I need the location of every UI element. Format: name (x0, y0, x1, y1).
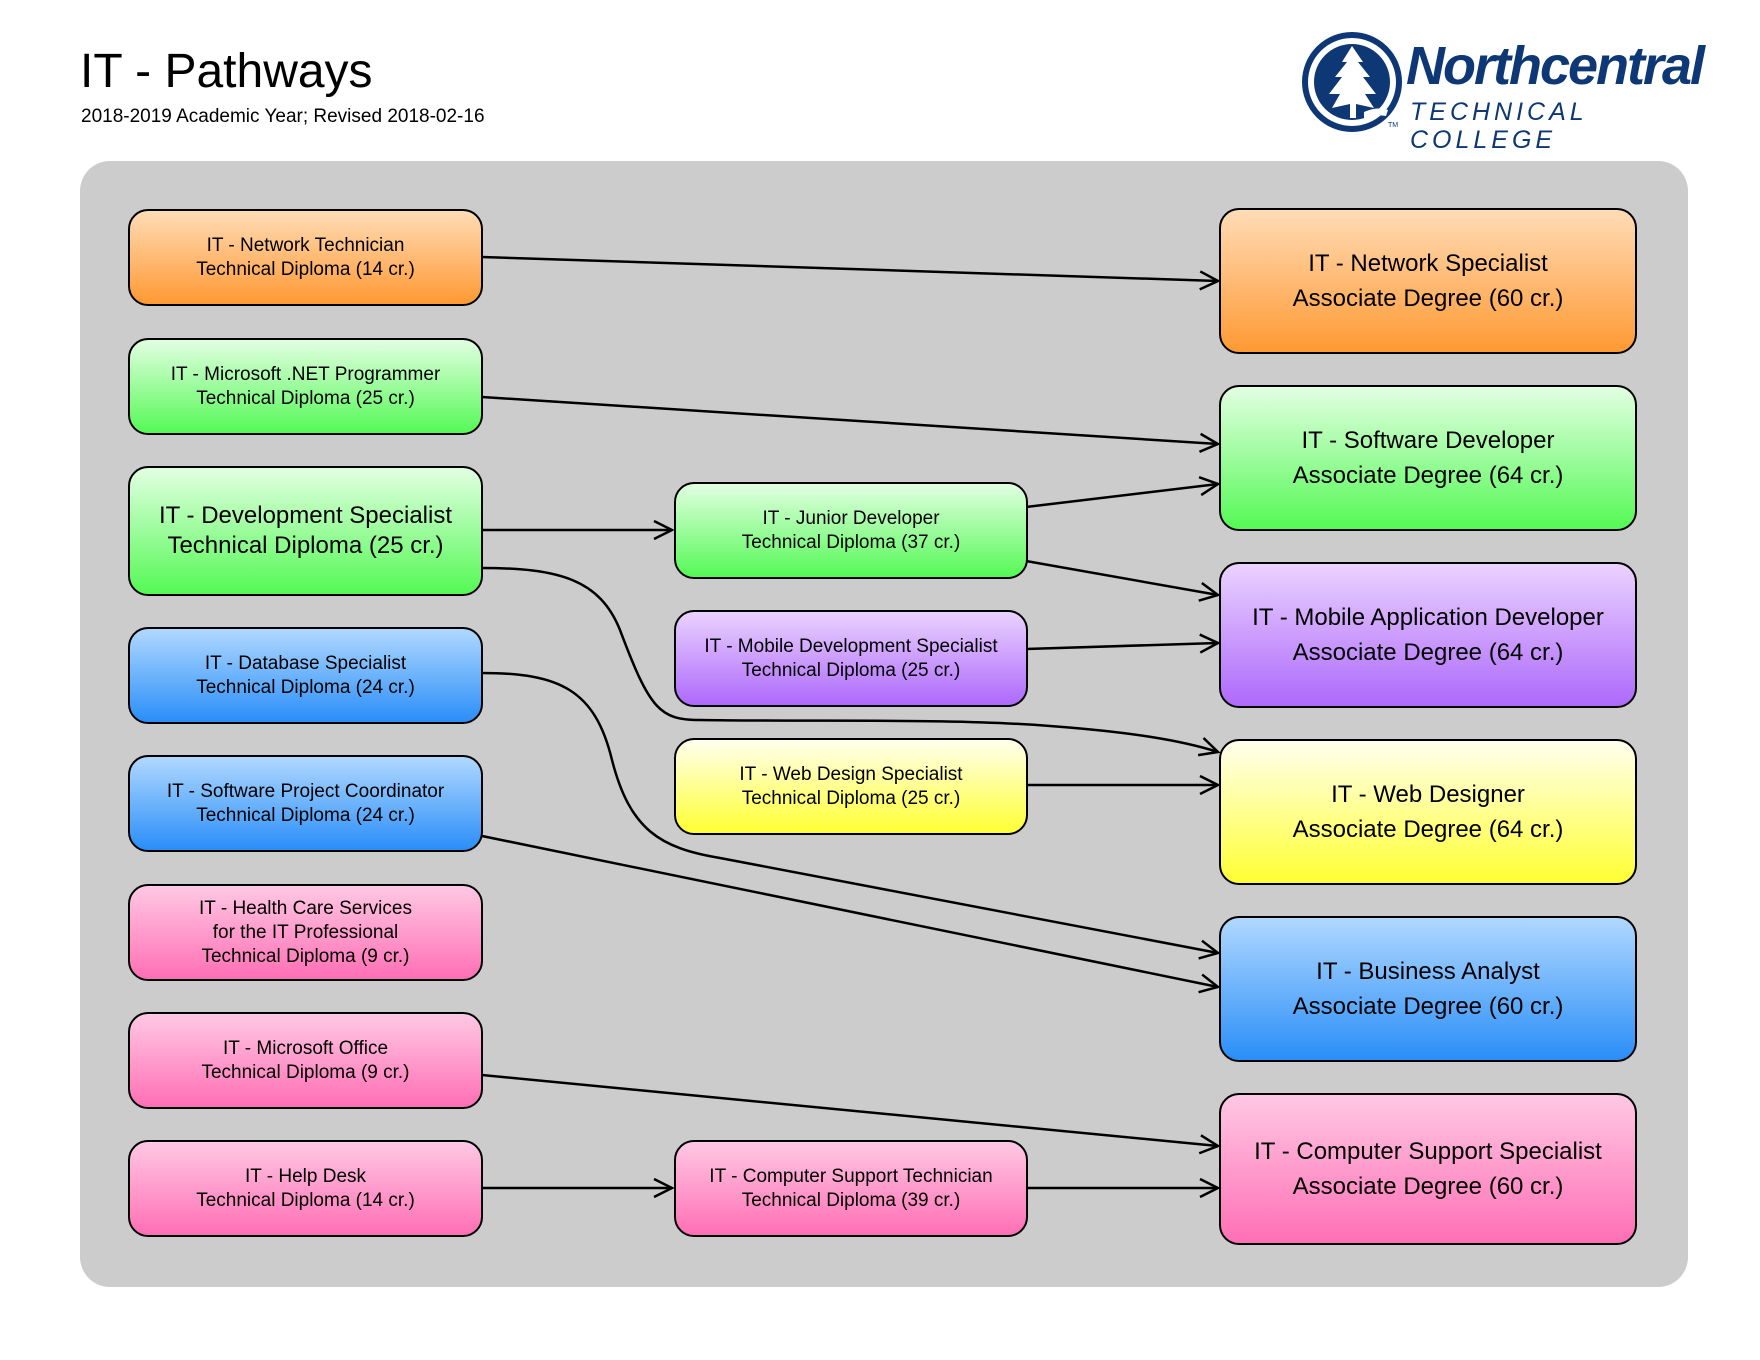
node-label-line: IT - Mobile Development Specialist (704, 635, 998, 657)
node-label-line: Technical Diploma (25 cr.) (741, 659, 961, 681)
node-health-care-services[interactable]: IT - Health Care Services for the IT Pro… (128, 884, 483, 981)
node-label-line: Technical Diploma (37 cr.) (741, 531, 961, 553)
node-label-line: IT - Software Project Coordinator (166, 780, 445, 802)
pine-tree-circle-icon (1302, 32, 1402, 132)
node-computer-support-specialist-degree[interactable]: IT - Computer Support Specialist Associa… (1219, 1093, 1637, 1245)
node-web-design-specialist[interactable]: IT - Web Design Specialist Technical Dip… (674, 738, 1028, 835)
node-software-developer-degree[interactable]: IT - Software Developer Associate Degree… (1219, 385, 1637, 531)
node-help-desk[interactable]: IT - Help Desk Technical Diploma (14 cr.… (128, 1140, 483, 1237)
node-junior-developer[interactable]: IT - Junior Developer Technical Diploma … (674, 482, 1028, 579)
node-microsoft-office[interactable]: IT - Microsoft Office Technical Diploma … (128, 1012, 483, 1109)
node-label-line: Associate Degree (64 cr.) (1292, 816, 1564, 843)
node-label-line: IT - Computer Support Specialist (1254, 1138, 1602, 1165)
node-computer-support-technician[interactable]: IT - Computer Support Technician Technic… (674, 1140, 1028, 1237)
node-label-line: IT - Web Design Specialist (739, 763, 963, 785)
node-label-line: Technical Diploma (9 cr.) (201, 945, 410, 967)
page-subtitle: 2018-2019 Academic Year; Revised 2018-02… (81, 106, 485, 127)
node-label-line: IT - Web Designer (1331, 781, 1525, 808)
node-label-line: Technical Diploma (24 cr.) (196, 804, 415, 826)
node-business-analyst-degree[interactable]: IT - Business Analyst Associate Degree (… (1219, 916, 1637, 1062)
node-label-line: Associate Degree (60 cr.) (1292, 993, 1564, 1020)
node-label-line: Technical Diploma (24 cr.) (196, 676, 415, 698)
node-label-line: Associate Degree (60 cr.) (1292, 1173, 1564, 1200)
node-label-line: Technical Diploma (9 cr.) (201, 1061, 410, 1083)
node-database-specialist[interactable]: IT - Database Specialist Technical Diplo… (128, 627, 483, 724)
node-label-line: Associate Degree (64 cr.) (1292, 462, 1564, 489)
node-label-line: IT - Microsoft Office (222, 1037, 389, 1059)
node-label-line: Technical Diploma (25 cr.) (196, 387, 415, 409)
node-label-line: IT - Junior Developer (762, 507, 940, 529)
node-label-line: IT - Network Technician (206, 234, 405, 256)
node-label-line: Associate Degree (64 cr.) (1292, 639, 1564, 666)
node-label-line: for the IT Professional (212, 921, 399, 943)
node-label-line: Associate Degree (60 cr.) (1292, 285, 1564, 312)
node-network-specialist-degree[interactable]: IT - Network Specialist Associate Degree… (1219, 208, 1637, 354)
node-software-project-coordinator[interactable]: IT - Software Project Coordinator Techni… (128, 755, 483, 852)
page-title: IT - Pathways (80, 45, 373, 98)
logo-name-line1: Northcentral (1406, 36, 1705, 96)
node-label-line: IT - Business Analyst (1316, 958, 1540, 985)
node-label-line: Technical Diploma (25 cr.) (167, 532, 444, 559)
node-mobile-development-specialist[interactable]: IT - Mobile Development Specialist Techn… (674, 610, 1028, 707)
node-label-line: IT - Software Developer (1301, 427, 1555, 454)
node-label-line: IT - Mobile Application Developer (1252, 604, 1604, 631)
logo-trademark: TM (1388, 122, 1399, 129)
node-web-designer-degree[interactable]: IT - Web Designer Associate Degree (64 c… (1219, 739, 1637, 885)
node-net-programmer[interactable]: IT - Microsoft .NET Programmer Technical… (128, 338, 483, 435)
node-mobile-application-developer-degree[interactable]: IT - Mobile Application Developer Associ… (1219, 562, 1637, 708)
node-label-line: Technical Diploma (25 cr.) (741, 787, 961, 809)
node-label-line: IT - Computer Support Technician (709, 1165, 993, 1187)
college-logo: Northcentral TECHNICAL COLLEGE TM (1302, 30, 1705, 154)
node-label-line: IT - Database Specialist (204, 652, 407, 674)
node-network-technician[interactable]: IT - Network Technician Technical Diplom… (128, 209, 483, 306)
node-development-specialist[interactable]: IT - Development Specialist Technical Di… (128, 466, 483, 596)
node-label-line: Technical Diploma (39 cr.) (741, 1189, 961, 1211)
node-label-line: IT - Development Specialist (158, 502, 452, 529)
node-label-line: IT - Network Specialist (1308, 250, 1548, 277)
node-label-line: Technical Diploma (14 cr.) (196, 258, 415, 280)
logo-name-line2: TECHNICAL COLLEGE (1410, 98, 1588, 154)
node-label-line: Technical Diploma (14 cr.) (196, 1189, 415, 1211)
node-label-line: IT - Microsoft .NET Programmer (170, 363, 441, 385)
node-label-line: IT - Health Care Services (199, 897, 412, 919)
node-label-line: IT - Help Desk (244, 1165, 367, 1187)
